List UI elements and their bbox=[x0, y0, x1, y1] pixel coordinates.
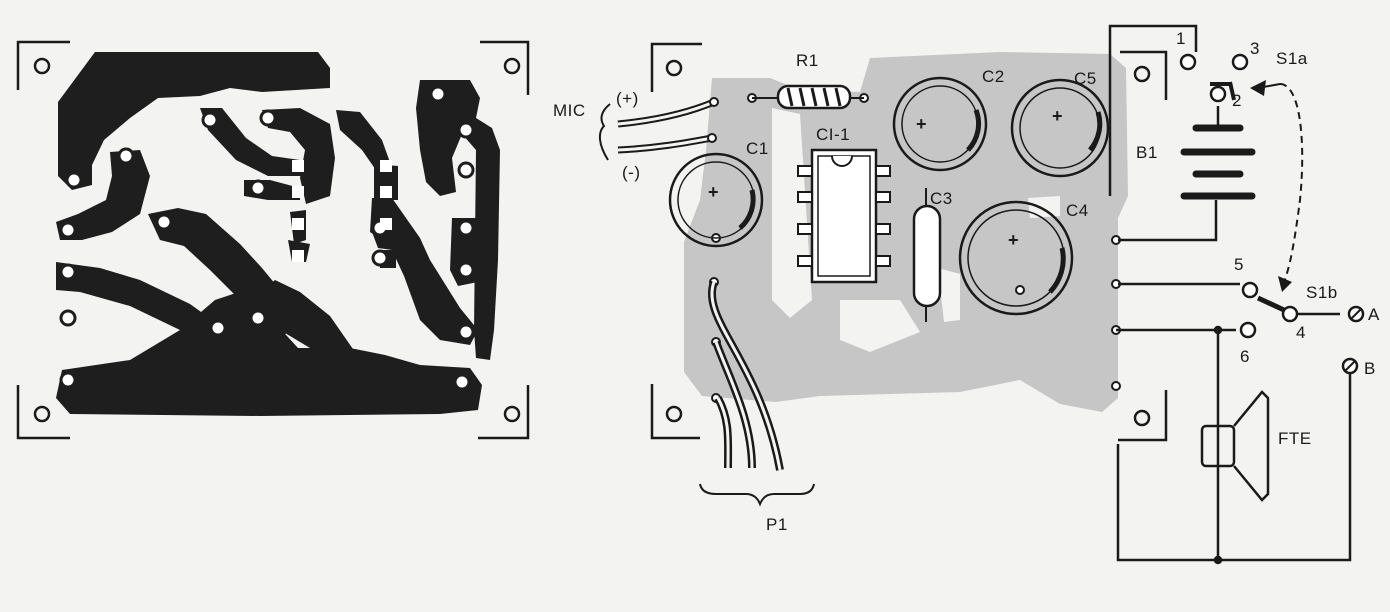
battery-b1 bbox=[1180, 124, 1256, 200]
terminal-a-screw bbox=[1347, 305, 1365, 323]
copper-traces bbox=[56, 52, 500, 416]
b1-label: B1 bbox=[1136, 143, 1158, 162]
terminal-6-label: 6 bbox=[1240, 347, 1250, 366]
copper-pads bbox=[59, 85, 475, 391]
c1-label: C1 bbox=[746, 139, 769, 158]
switch-contacts bbox=[1179, 53, 1299, 565]
resistor-r1 bbox=[752, 84, 864, 110]
mic-wires bbox=[598, 98, 716, 161]
terminal-4-label: 4 bbox=[1296, 323, 1306, 342]
mic-label: MIC bbox=[553, 101, 586, 120]
c4-polarity-mark: + bbox=[1008, 230, 1019, 250]
component-side-layout bbox=[598, 24, 1365, 565]
s1a-label: S1a bbox=[1276, 49, 1308, 68]
potentiometer-p1-wires bbox=[699, 280, 815, 507]
component-labels: MIC (+) (-) R1 C1 C2 C5 C3 C4 CI-1 B1 S1… bbox=[553, 29, 1380, 534]
corner-marks-left bbox=[16, 40, 530, 440]
speaker-fte bbox=[1200, 390, 1270, 502]
capacitor-c4 bbox=[958, 200, 1074, 316]
c1-polarity-mark: + bbox=[708, 182, 719, 202]
terminal-a-label: A bbox=[1368, 305, 1380, 324]
fte-label: FTE bbox=[1278, 429, 1312, 448]
terminal-1-label: 1 bbox=[1176, 29, 1186, 48]
c5-polarity-mark: + bbox=[1052, 106, 1063, 126]
capacitor-c5 bbox=[1010, 78, 1110, 178]
terminal-b-screw bbox=[1341, 357, 1359, 375]
ic-ci1 bbox=[797, 148, 891, 284]
c2-label: C2 bbox=[982, 67, 1005, 86]
terminal-5-label: 5 bbox=[1234, 255, 1244, 274]
c2-polarity-mark: + bbox=[916, 114, 927, 134]
mic-minus-label: (-) bbox=[622, 163, 640, 182]
c5-label: C5 bbox=[1074, 69, 1097, 88]
corner-marks-right bbox=[650, 42, 1168, 442]
c3-label: C3 bbox=[930, 189, 953, 208]
copper-side-layout bbox=[16, 40, 530, 440]
terminal-2-label: 2 bbox=[1232, 91, 1242, 110]
ci1-label: CI-1 bbox=[816, 125, 850, 144]
p1-label: P1 bbox=[766, 515, 788, 534]
arrowheads bbox=[1250, 80, 1292, 292]
r1-label: R1 bbox=[796, 51, 819, 70]
terminal-b-label: B bbox=[1364, 359, 1376, 378]
c4-label: C4 bbox=[1066, 201, 1089, 220]
s1b-label: S1b bbox=[1306, 283, 1338, 302]
external-wiring bbox=[1108, 24, 1352, 562]
terminal-3-label: 3 bbox=[1250, 39, 1260, 58]
capacitor-c2 bbox=[892, 76, 988, 172]
capacitor-c3 bbox=[912, 188, 942, 322]
mic-plus-label: (+) bbox=[616, 89, 639, 108]
capacitor-c1 bbox=[668, 152, 764, 248]
